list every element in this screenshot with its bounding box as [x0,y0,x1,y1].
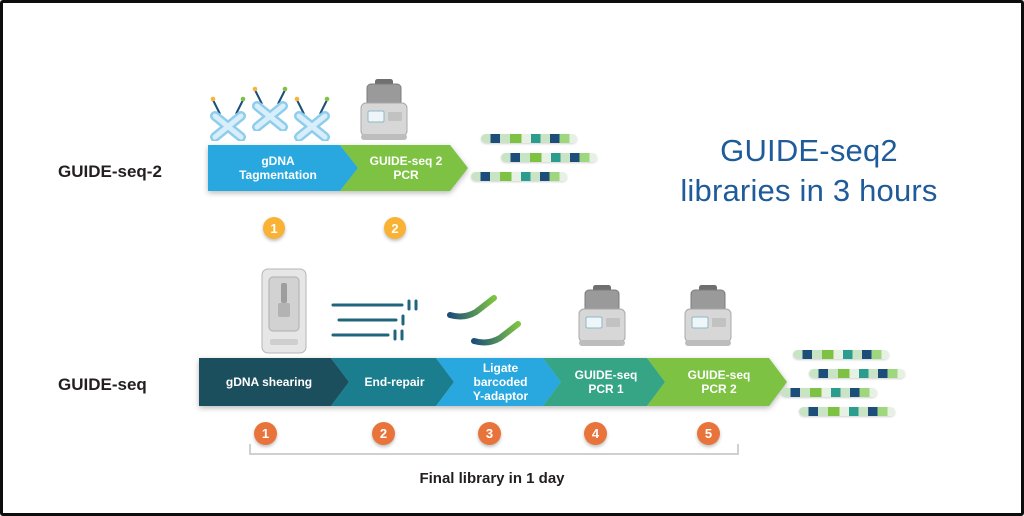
pcr-thermocycler-icon [679,283,737,349]
pcr-thermocycler-icon [355,77,413,143]
step-gdna-shearing: gDNA shearing [199,358,349,406]
step-guide-seq-pcr-1: GUIDE-seq PCR 1 [543,358,665,406]
step-number-badge: 2 [372,422,395,445]
dna-fragment-bar [799,407,895,416]
step-number-badge: 2 [384,217,406,239]
headline: GUIDE-seq2 libraries in 3 hours [633,131,985,211]
step-number-badge: 1 [254,422,277,445]
dna-library-icon [781,350,911,420]
step-end-repair: End-repair [331,358,454,406]
step-label: GUIDE-seq PCR 1 [574,367,638,396]
transposome-icon [294,96,330,141]
step-ligate-y-adaptor: Ligate barcoded Y-adaptor [436,358,561,406]
duration-bracket [249,444,739,455]
step-guide-seq2-pcr: GUIDE-seq 2 PCR [340,145,468,191]
dna-fragment-bar [793,350,889,359]
dna-library-icon [471,134,601,184]
top-workflow-label: GUIDE-seq-2 [58,162,162,181]
pcr-thermocycler-icon [573,283,631,349]
dna-fragment-bar [809,369,905,378]
step-number-badge: 1 [263,217,285,239]
transposome-icon [210,96,246,141]
step-gdna-tagmentation: gDNA Tagmentation [208,145,358,191]
bottom-workflow-arrows: gDNA shearing End-repair Ligate barcoded… [199,358,787,406]
transposome-icon [252,86,288,131]
step-label: GUIDE-seq 2 PCR [369,153,443,182]
step-number-badge: 3 [478,422,501,445]
top-workflow-arrows: gDNA Tagmentation GUIDE-seq 2 PCR [208,145,468,191]
dna-fragment-bar [471,172,567,181]
dna-fragment-bar [781,388,877,397]
transposome-icon-group [208,83,336,145]
sheared-dna-icon [330,297,424,349]
dna-fragment-bar [481,134,577,143]
step-guide-seq-pcr-2: GUIDE-seq PCR 2 [647,358,787,406]
headline-line1: GUIDE-seq2 [720,133,898,168]
bottom-workflow-label: GUIDE-seq [58,375,147,394]
step-label: GUIDE-seq PCR 2 [687,367,751,396]
step-label: gDNA Tagmentation [239,153,317,182]
dna-fragment-bar [501,153,597,162]
step-label: Ligate barcoded Y-adaptor [472,360,529,404]
y-adaptor-icon [446,291,532,351]
step-label: End-repair [364,374,425,389]
sonicator-icon [260,267,308,355]
step-number-badge: 4 [584,422,607,445]
headline-line2: libraries in 3 hours [680,173,938,208]
footer-note: Final library in 1 day [419,470,565,487]
step-label: gDNA shearing [225,374,313,389]
step-number-badge: 5 [697,422,720,445]
